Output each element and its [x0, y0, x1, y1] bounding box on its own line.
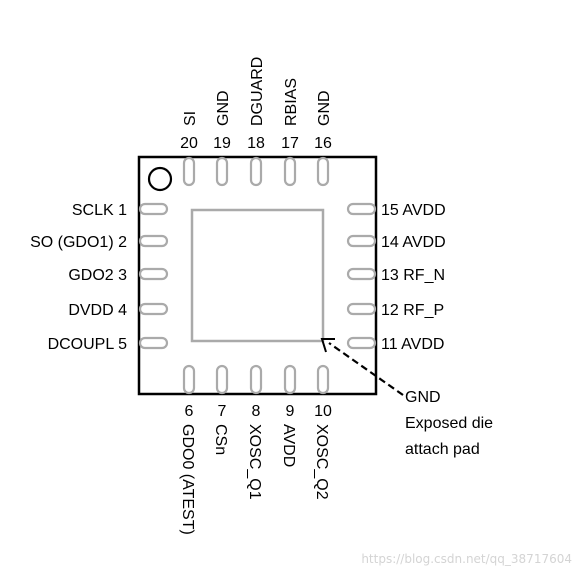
pin-label-4-dvdd: DVDD 4	[68, 302, 127, 319]
callout-arrow-line	[328, 342, 404, 396]
pin-name-19-gnd: GND	[215, 90, 232, 126]
pin-pad-10	[316, 364, 330, 395]
pin-name-18-dguard: DGUARD	[249, 57, 266, 126]
callout-arrow-head	[320, 338, 335, 353]
pin-label-14-avdd: 14 AVDD	[381, 234, 446, 251]
pin-name-10-xosc-q2: XOSC_Q2	[313, 424, 330, 500]
pin-pad-5	[138, 336, 169, 350]
pin-number-8: 8	[252, 403, 261, 420]
pin-pad-11	[346, 336, 377, 350]
pin-number-9: 9	[286, 403, 295, 420]
pin-pad-2	[138, 234, 169, 248]
pin-pad-12	[346, 302, 377, 316]
pin-label-13-rf-n: 13 RF_N	[381, 267, 445, 284]
pin-name-6-gdo0-atest: GDO0 (ATEST)	[179, 424, 196, 535]
pin-name-8-xosc-q1: XOSC_Q1	[246, 424, 263, 500]
pin-label-12-rf-p: 12 RF_P	[381, 302, 444, 319]
pin-name-7-csn: CSn	[212, 424, 229, 455]
pin-number-6: 6	[185, 403, 194, 420]
pin-pad-14	[346, 234, 377, 248]
pin-pad-16	[316, 156, 330, 187]
pin-number-17: 17	[281, 135, 299, 152]
pin-pad-3	[138, 267, 169, 281]
pin-pad-6	[182, 364, 196, 395]
pin-pad-17	[283, 156, 297, 187]
pin-label-11-avdd: 11 AVDD	[381, 336, 444, 353]
pin-pad-18	[249, 156, 263, 187]
pin-labels: SCLK 1 SO (GDO1) 2 GDO2 3 DVDD 4 DCOUPL 5 11 …	[30, 57, 446, 535]
pin-pads	[138, 156, 377, 395]
pin-number-10: 10	[314, 403, 332, 420]
package-outline	[137, 155, 378, 396]
pin-label-3-gdo2: GDO2 3	[68, 267, 127, 284]
callout-line-exposed-die: Exposed die	[405, 415, 493, 432]
pin-label-1-sclk: SCLK 1	[72, 202, 127, 219]
pin-number-7: 7	[218, 403, 227, 420]
pin-name-17-rbias: RBIAS	[283, 78, 300, 126]
callout-line-attach-pad: attach pad	[405, 441, 480, 458]
pin-number-18: 18	[247, 135, 265, 152]
pin-pad-15	[346, 202, 377, 216]
pin-pad-13	[346, 267, 377, 281]
pin-pad-1	[138, 202, 169, 216]
pin-pad-4	[138, 302, 169, 316]
exposed-pad	[190, 208, 325, 343]
pin-label-15-avdd: 15 AVDD	[381, 202, 446, 219]
pin-pad-19	[215, 156, 229, 187]
pin-number-20: 20	[180, 135, 198, 152]
pin1-indicator-circle	[147, 166, 173, 192]
pin-pad-20	[182, 156, 196, 187]
pin-number-16: 16	[314, 135, 332, 152]
pin-number-19: 19	[213, 135, 231, 152]
pin-pad-8	[249, 364, 263, 395]
pin-name-9-avdd: AVDD	[280, 424, 297, 467]
pin-label-2-so-gdo1: SO (GDO1) 2	[30, 234, 127, 251]
callout-line-gnd: GND	[405, 389, 441, 406]
watermark: https://blog.csdn.net/qq_38717604	[361, 552, 572, 566]
pin-pad-7	[215, 364, 229, 395]
pin-name-20-si: SI	[182, 111, 199, 126]
pin-pad-9	[283, 364, 297, 395]
pin-name-16-gnd: GND	[316, 90, 333, 126]
pin-label-5-dcoupl: DCOUPL 5	[48, 336, 128, 353]
